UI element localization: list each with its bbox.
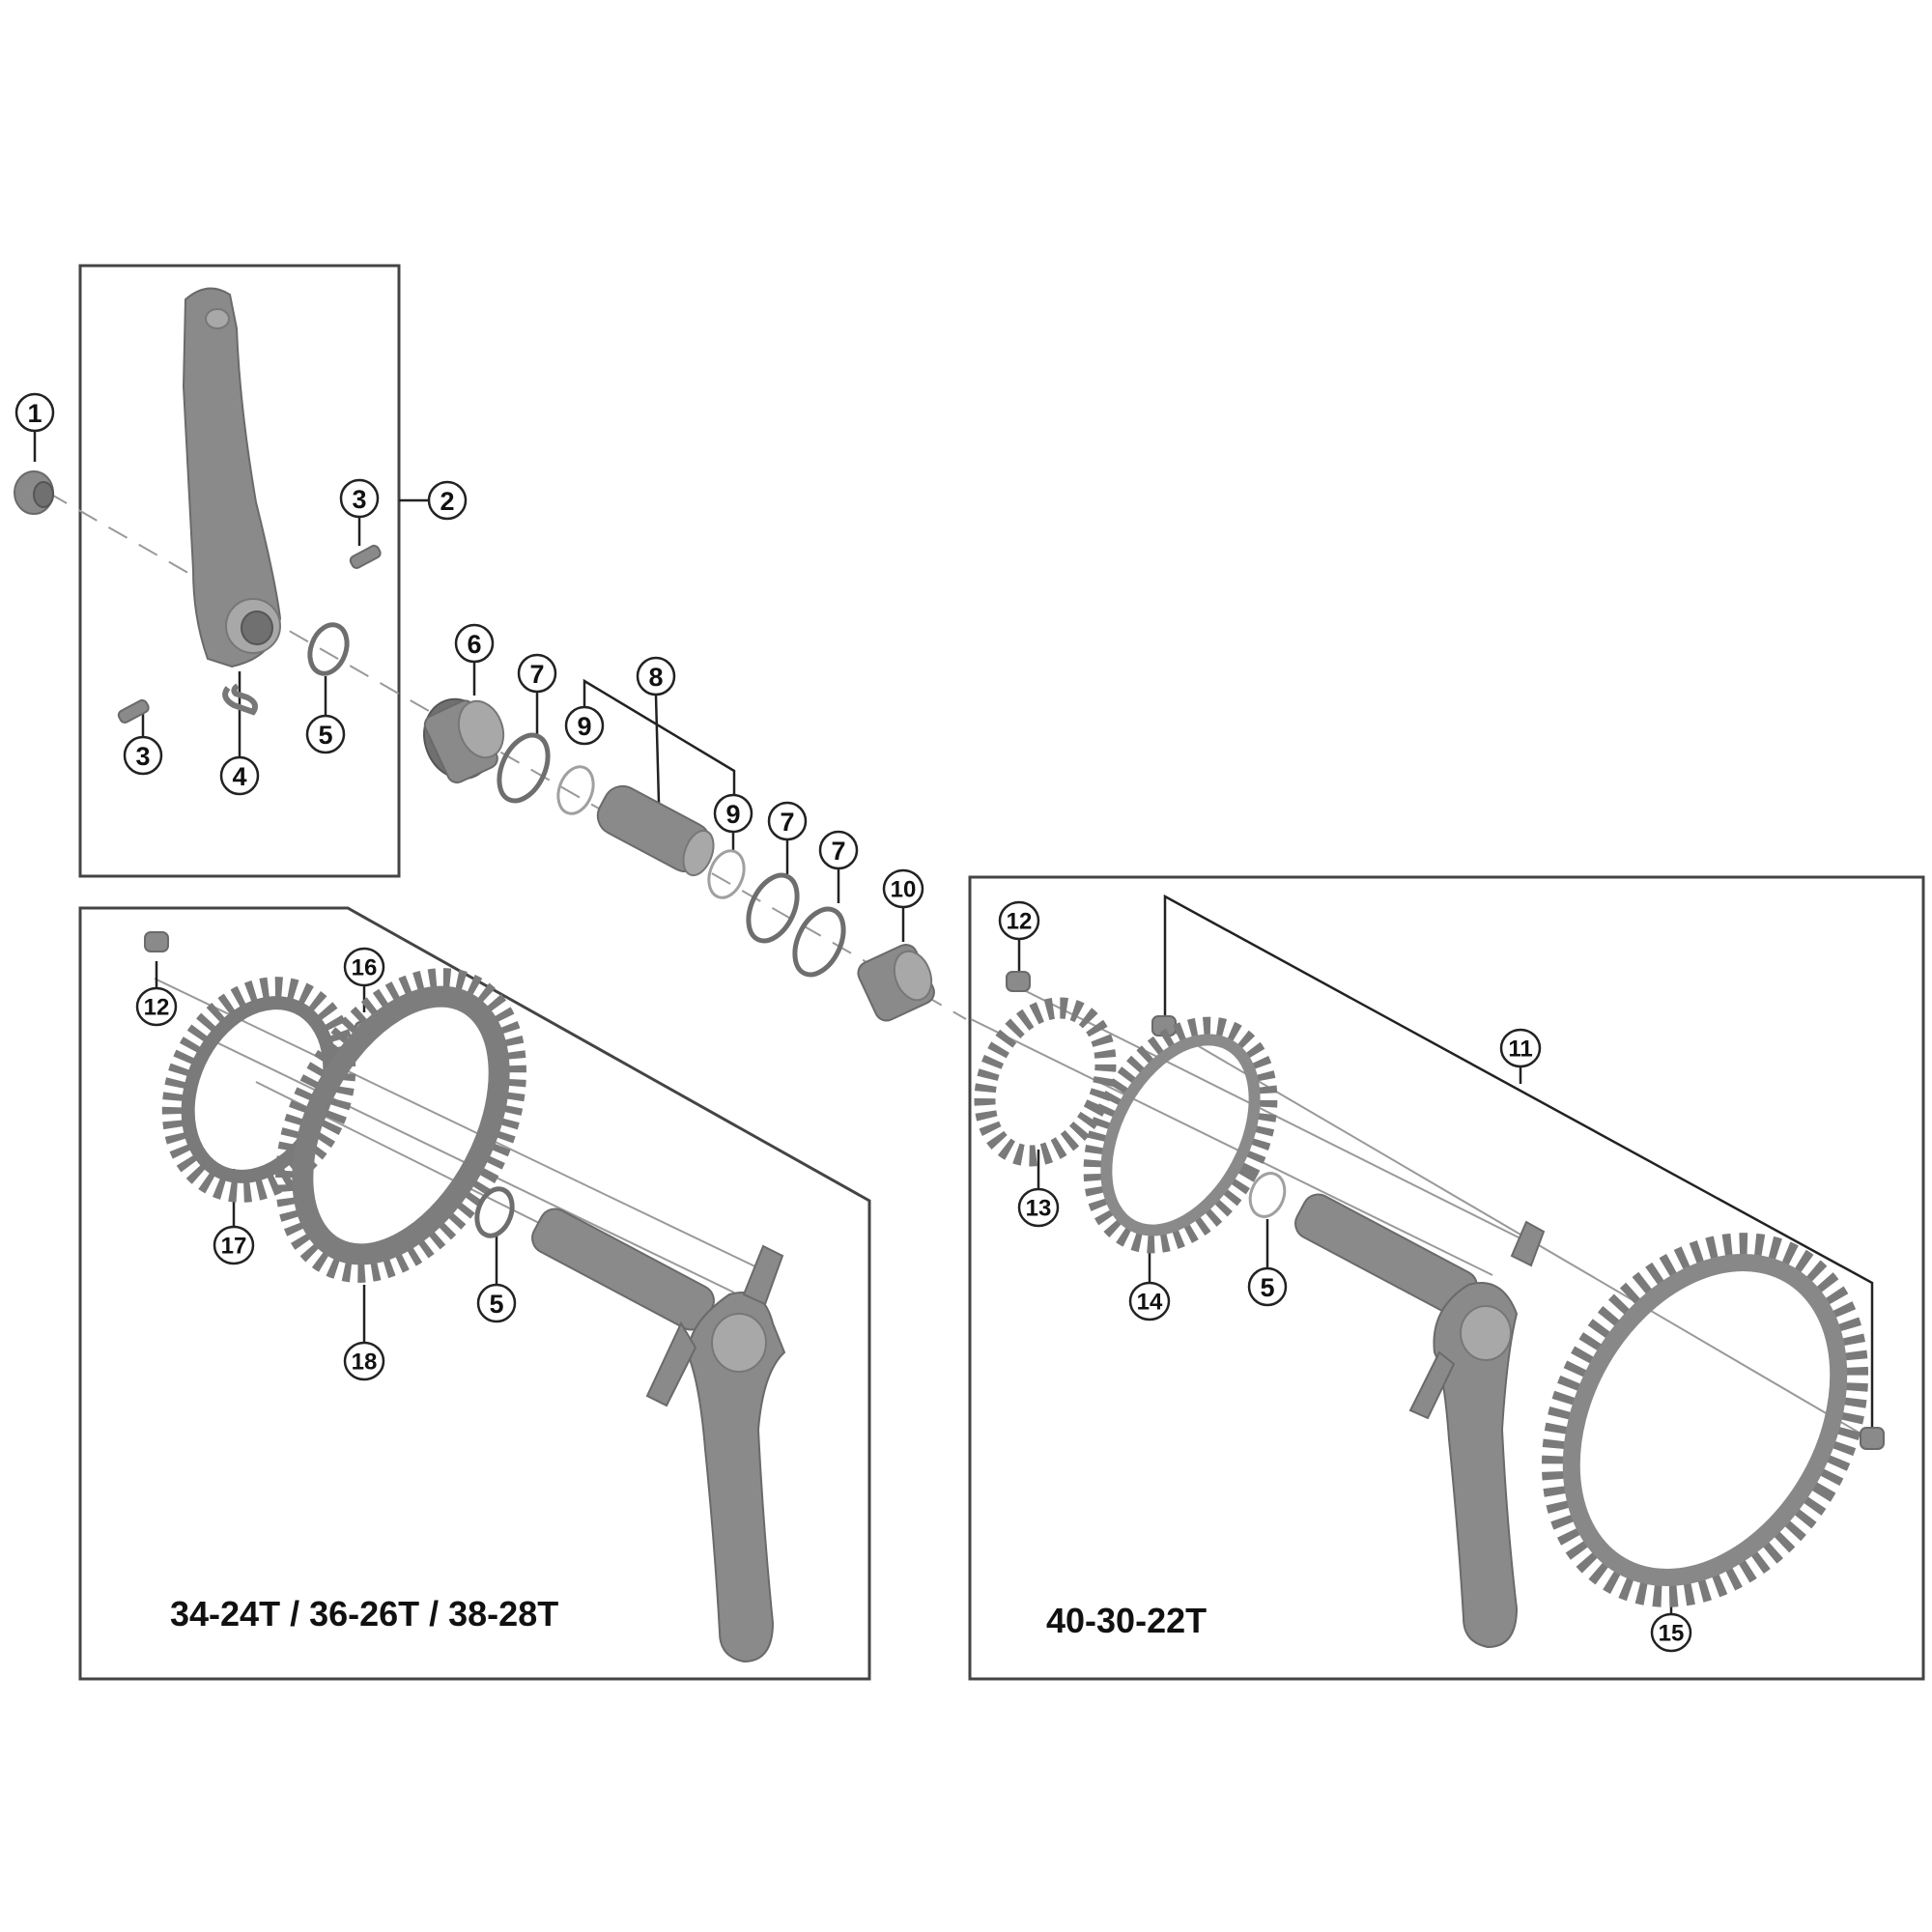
callout-18: 18 [343, 1341, 385, 1381]
outer-chainring-part-b [1541, 1233, 1869, 1607]
assembly-axis-lines [47, 492, 1880, 1445]
svg-text:1: 1 [27, 399, 42, 428]
right-crank-arm-part-set-a [531, 1208, 786, 1663]
inner-chainring-part [161, 977, 356, 1203]
callout-10: 10 [882, 868, 924, 909]
set-a-label: 34-24T / 36-26T / 38-28T [170, 1594, 558, 1634]
spacer-part [746, 872, 800, 944]
svg-text:12: 12 [1007, 909, 1033, 935]
svg-text:12: 12 [144, 995, 170, 1021]
svg-text:11: 11 [1508, 1037, 1532, 1063]
callout-2: 2 [427, 480, 468, 521]
callout-3: 3 [123, 735, 163, 776]
seal-ring-part [707, 849, 746, 899]
o-ring-part [307, 622, 350, 676]
leader-lines [33, 432, 1874, 1613]
callout-7: 7 [517, 653, 557, 694]
callout-4: 4 [219, 755, 260, 796]
o-ring-part [474, 1186, 515, 1238]
svg-text:8: 8 [648, 663, 663, 692]
svg-text:3: 3 [352, 485, 366, 514]
svg-text:3: 3 [135, 742, 150, 771]
seal-ring-part [556, 765, 595, 815]
callout-12: 12 [135, 986, 178, 1027]
bb-adapter-right-part [857, 943, 935, 1022]
svg-text:13: 13 [1026, 1196, 1052, 1222]
callout-3: 3 [339, 478, 380, 519]
svg-text:18: 18 [352, 1350, 378, 1376]
bolt-cap-part [14, 470, 54, 515]
callout-7: 7 [767, 801, 808, 841]
chainring-bolt-part [1006, 971, 1031, 992]
callout-1: 1 [14, 392, 55, 433]
spacer-part [497, 732, 551, 804]
fixing-bolt-part [117, 544, 382, 724]
set-b-frame [968, 875, 1925, 1681]
set-a-frame [78, 906, 871, 1681]
callout-8: 8 [636, 656, 676, 696]
callout-7: 7 [818, 830, 859, 870]
svg-text:5: 5 [318, 721, 332, 750]
callout-12: 12 [998, 900, 1040, 941]
safety-plate-part [222, 683, 258, 716]
callout-9: 9 [564, 705, 605, 746]
o-ring-part [1248, 1172, 1287, 1218]
svg-text:7: 7 [529, 660, 544, 689]
svg-text:5: 5 [1260, 1273, 1274, 1302]
svg-text:4: 4 [232, 762, 246, 791]
callout-16: 16 [343, 947, 385, 987]
svg-text:9: 9 [725, 800, 740, 829]
callout-15: 15 [1650, 1612, 1692, 1653]
spacer-part [792, 906, 846, 978]
svg-text:16: 16 [352, 955, 378, 981]
inner-cover-part [596, 784, 715, 877]
svg-text:15: 15 [1659, 1621, 1685, 1647]
svg-text:2: 2 [440, 487, 454, 516]
inner-chainring-part-b [974, 997, 1117, 1167]
left-crank-arm-part [182, 287, 282, 668]
callout-14: 14 [1128, 1281, 1171, 1321]
left-crank-group-frame [78, 264, 401, 878]
svg-text:7: 7 [831, 837, 845, 866]
svg-text:10: 10 [891, 877, 917, 903]
svg-text:6: 6 [467, 630, 481, 659]
middle-chainring-part [1083, 1016, 1278, 1254]
callout-5: 5 [1247, 1266, 1288, 1307]
svg-text:17: 17 [221, 1234, 247, 1260]
svg-text:5: 5 [489, 1290, 503, 1319]
svg-text:7: 7 [780, 808, 794, 837]
callout-5: 5 [476, 1283, 517, 1323]
svg-text:14: 14 [1137, 1290, 1163, 1316]
callout-6: 6 [454, 623, 495, 664]
set-b-label: 40-30-22T [1046, 1601, 1207, 1640]
bb-adapter-left-part [423, 697, 505, 784]
chainring-bolt-part [144, 931, 169, 952]
outer-chainring-part [275, 968, 526, 1283]
svg-text:9: 9 [577, 712, 591, 741]
callout-11: 11 [1499, 1028, 1542, 1068]
callout-13: 13 [1017, 1187, 1060, 1228]
right-crank-arm-part-set-b [1294, 1193, 1546, 1649]
callout-9: 9 [713, 793, 753, 834]
chainring-bolt-part [1860, 1427, 1885, 1450]
callout-5: 5 [305, 714, 346, 754]
callout-17: 17 [213, 1225, 255, 1265]
